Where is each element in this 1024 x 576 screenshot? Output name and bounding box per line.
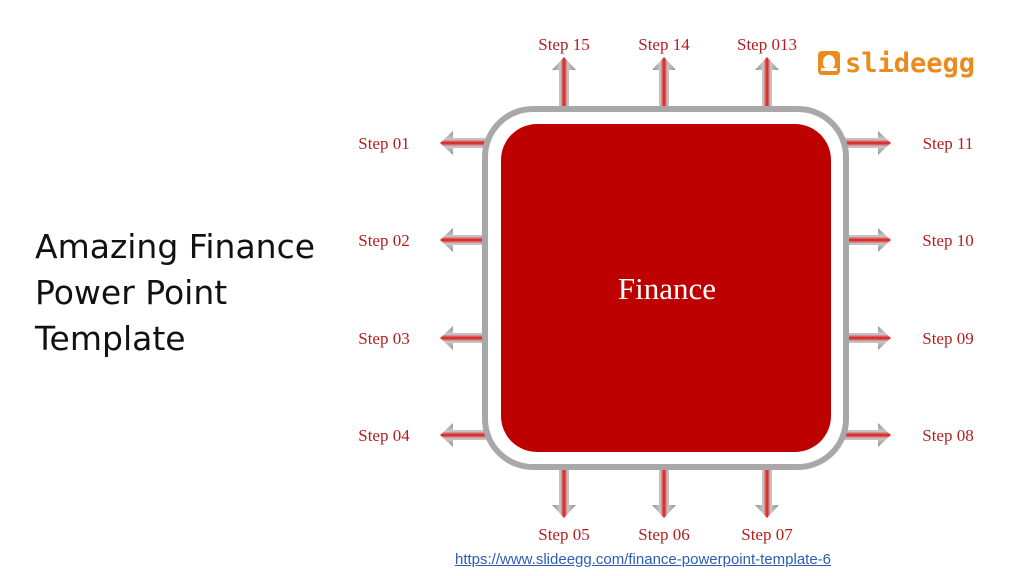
label-step-05: Step 05 [538,525,589,544]
source-link[interactable]: https://www.slideegg.com/finance-powerpo… [454,551,832,568]
title-line-3: Template [35,319,186,358]
egg-logo-icon [818,51,840,75]
arrow-step-09 [844,326,891,350]
label-step-013: Step 013 [737,35,797,54]
label-step-02: Step 02 [358,231,409,250]
logo-text: slideegg [845,47,976,79]
arrow-step-03 [440,326,487,350]
arrow-step-14 [652,57,676,108]
label-step-04: Step 04 [358,426,410,445]
slideegg-logo: slideegg [818,45,975,81]
arrow-step-01 [440,131,487,155]
arrow-step-07 [755,468,779,518]
title-line-1: Amazing Finance [35,227,316,266]
label-step-08: Step 08 [922,426,973,445]
label-step-10: Step 10 [922,231,973,250]
label-step-09: Step 09 [922,329,973,348]
arrow-step-08 [844,423,891,447]
label-step-11: Step 11 [923,134,974,153]
label-step-15: Step 15 [538,35,589,54]
arrow-step-04 [440,423,487,447]
arrow-step-15 [552,57,576,108]
arrow-step-10 [844,228,891,252]
center-label: Finance [618,271,716,306]
label-step-06: Step 06 [638,525,689,544]
label-step-07: Step 07 [741,525,793,544]
label-step-01: Step 01 [358,134,409,153]
arrow-step-05 [552,468,576,518]
arrow-step-013 [755,57,779,108]
label-step-03: Step 03 [358,329,409,348]
label-step-14: Step 14 [638,35,690,54]
finance-core [501,124,831,452]
arrow-step-11 [844,131,891,155]
step-arrows [440,57,891,518]
title-line-2: Power Point [35,273,228,312]
arrow-step-06 [652,468,676,518]
page-title: Amazing Finance Power Point Template [35,224,335,362]
arrow-step-02 [440,228,487,252]
